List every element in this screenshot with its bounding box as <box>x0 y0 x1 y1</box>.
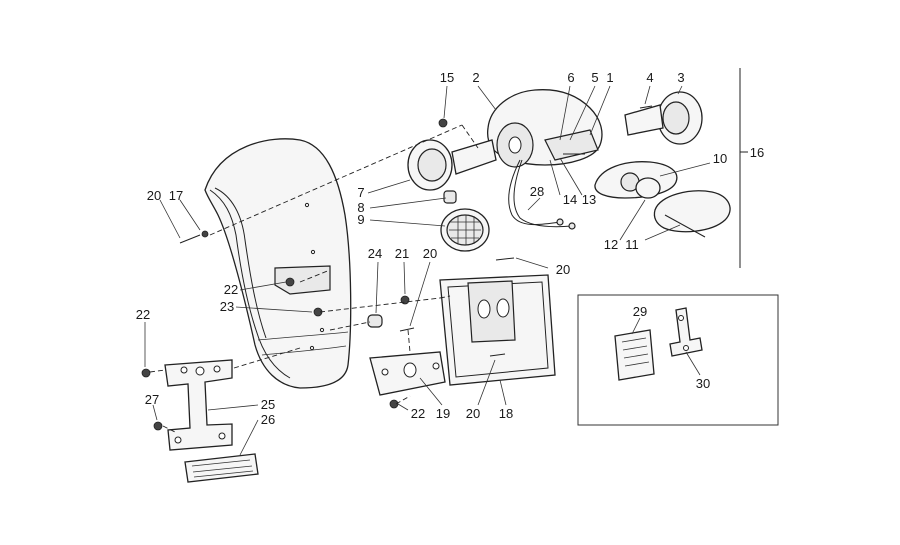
callout-16: 16 <box>750 145 764 160</box>
callout-17: 17 <box>169 188 183 203</box>
assembly-lines <box>149 124 479 433</box>
callout-9: 9 <box>357 212 364 227</box>
callout-14: 14 <box>563 192 577 207</box>
bracket-25 <box>164 359 233 451</box>
callout-22a: 22 <box>224 282 238 297</box>
callout-7: 7 <box>357 185 364 200</box>
rear-fender <box>204 138 352 389</box>
inset-reflector-29 <box>614 329 655 381</box>
callout-25: 25 <box>261 397 275 412</box>
callout-27: 27 <box>145 392 159 407</box>
callout-22b: 22 <box>136 307 150 322</box>
callout-22c: 22 <box>411 406 425 421</box>
callout-20a: 20 <box>147 188 161 203</box>
callout-21: 21 <box>395 246 409 261</box>
wiring-harness <box>508 159 561 226</box>
round-reflector <box>440 208 490 252</box>
callout-30: 30 <box>696 376 710 391</box>
callout-18: 18 <box>499 406 513 421</box>
callout-26: 26 <box>261 412 275 427</box>
callout-1: 1 <box>606 70 613 85</box>
right-indicator <box>624 91 703 145</box>
callout-10: 10 <box>713 151 727 166</box>
bracket-19 <box>369 351 446 396</box>
callout-12: 12 <box>604 237 618 252</box>
callout-2: 2 <box>472 70 479 85</box>
rear-reflector-26 <box>184 453 259 483</box>
inset-box <box>577 294 779 426</box>
callout-5: 5 <box>591 70 598 85</box>
license-plate-holder <box>439 274 556 386</box>
leader-lines <box>144 85 711 456</box>
callout-23: 23 <box>220 299 234 314</box>
taillight-lens <box>653 190 731 238</box>
callout-11: 11 <box>625 237 639 252</box>
callout-20d: 20 <box>466 406 480 421</box>
left-indicator <box>407 139 497 191</box>
callout-3: 3 <box>677 70 684 85</box>
callout-labels: 1 2 3 4 5 6 7 8 9 10 11 12 13 14 15 16 1… <box>136 70 764 427</box>
callout-15: 15 <box>440 70 454 85</box>
callout-8: 8 <box>357 200 364 215</box>
callout-20c: 20 <box>556 262 570 277</box>
callout-28: 28 <box>530 184 544 199</box>
taillight-housing <box>486 89 603 168</box>
callout-24: 24 <box>368 246 382 261</box>
callout-19: 19 <box>436 406 450 421</box>
callout-6: 6 <box>567 70 574 85</box>
inset-bracket-30 <box>669 307 703 357</box>
bulb-8 <box>443 190 457 204</box>
taillight-lamp-base <box>594 161 678 199</box>
callout-29: 29 <box>633 304 647 319</box>
callout-20b: 20 <box>423 246 437 261</box>
callout-4: 4 <box>646 70 653 85</box>
callout-13: 13 <box>582 192 596 207</box>
